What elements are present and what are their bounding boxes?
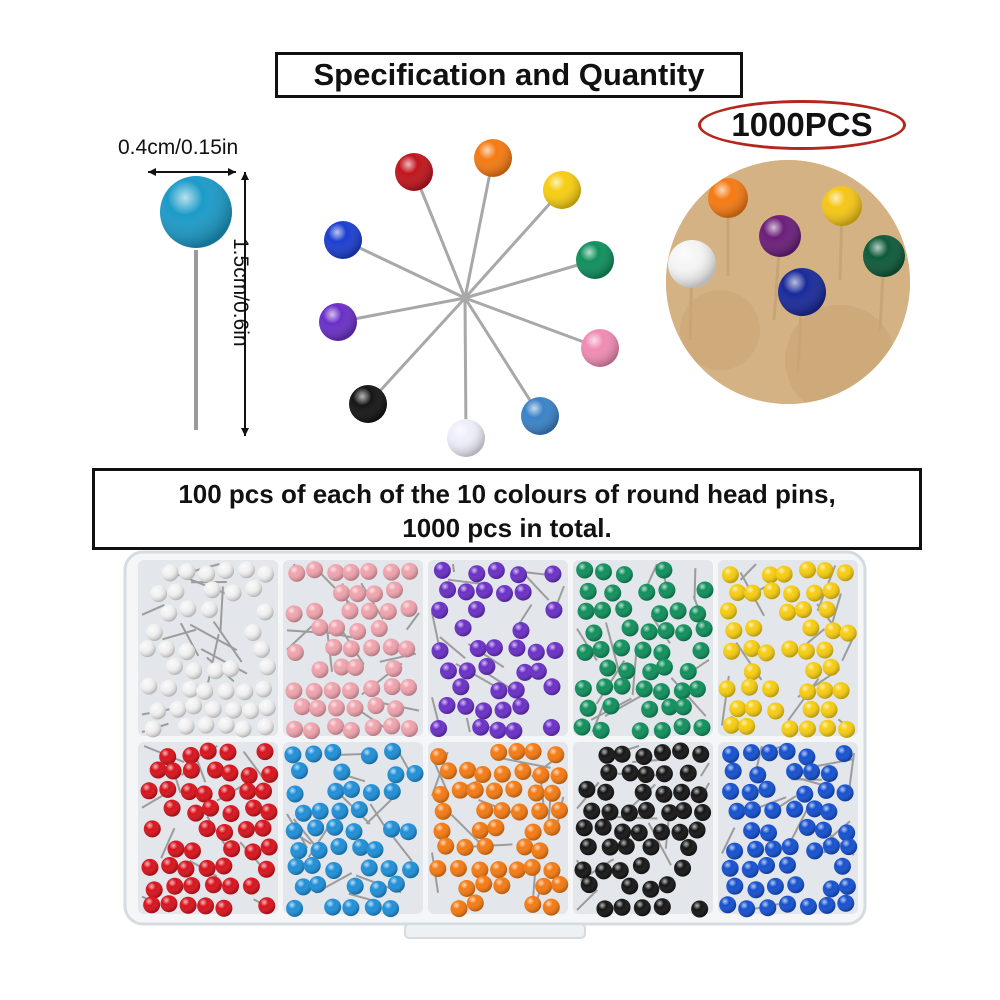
compartment-pink-pins [285,561,420,740]
compartment-orange-pins [429,743,569,918]
compartment-green-pins [573,561,714,740]
width-label: 0.4cm/0.15in [118,136,239,159]
cork-board-photo [666,160,910,404]
compartment-yellow-pins [718,561,857,738]
compartment-purple-pins [430,561,565,740]
single-pin-diagram [148,168,249,436]
compartment-blue-pins [719,742,858,918]
page-title: Specification and Quantity [275,52,743,98]
compartment-red-pins [140,742,279,917]
pin-fan-heads [319,139,619,457]
quantity-badge: 1000PCS [698,100,906,150]
description-box: 100 pcs of each of the 10 colours of rou… [92,468,922,550]
description-line-1: 100 pcs of each of the 10 colours of rou… [178,479,836,509]
pin-fan [337,157,601,439]
compartment-sky-blue-pins [284,742,424,918]
compartment-black-pins [574,742,712,918]
box-pin-heads [138,561,858,918]
description-line-2: 1000 pcs in total. [402,513,612,543]
compartment-white-pins [138,561,276,738]
